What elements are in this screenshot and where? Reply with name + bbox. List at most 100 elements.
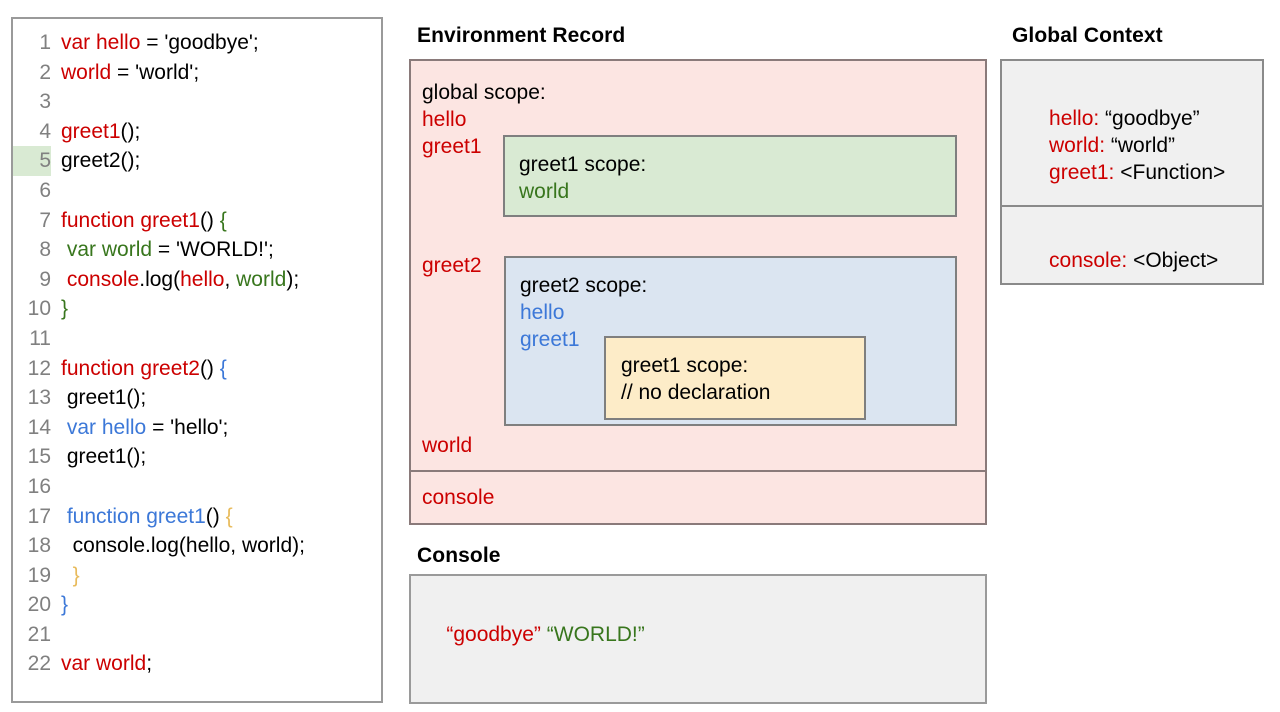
code-line-number: 4 xyxy=(39,119,51,143)
code-line[interactable]: 8 var world = 'WORLD!'; xyxy=(13,235,381,265)
code-line-number: 11 xyxy=(29,326,51,350)
code-line[interactable]: 15 greet1(); xyxy=(13,442,381,472)
code-line-number: 20 xyxy=(27,593,51,617)
code-line-number: 9 xyxy=(39,267,51,291)
greet2-scope-var-greet1: greet1 xyxy=(520,328,580,351)
env-global-var-greet2: greet2 xyxy=(422,254,482,277)
code-line[interactable]: 19 } xyxy=(13,561,381,591)
code-line[interactable]: 21 xyxy=(13,620,381,650)
environment-record-panel: global scope: hello greet1 greet2 world … xyxy=(409,59,987,525)
code-line-text: greet1(); xyxy=(51,442,146,472)
code-line[interactable]: 6 xyxy=(13,176,381,206)
code-token: = 'hello'; xyxy=(146,415,229,439)
console-panel[interactable]: “goodbye” “WORLD!” xyxy=(409,574,987,704)
code-line-number: 14 xyxy=(27,415,51,439)
code-line-number: 7 xyxy=(39,208,51,232)
global-context-row: console: <Object> xyxy=(1014,220,1218,301)
code-line-number: 12 xyxy=(27,356,51,380)
code-line-number: 18 xyxy=(27,534,51,558)
global-context-variables-section: hello: “goodbye” world: “world” greet1: … xyxy=(1002,61,1262,207)
global-context-key: console: xyxy=(1049,249,1128,272)
code-token: greet1 xyxy=(61,119,121,143)
global-context-panel: hello: “goodbye” world: “world” greet1: … xyxy=(1000,59,1264,285)
code-token: var hello xyxy=(66,415,147,439)
code-token: { xyxy=(219,208,227,232)
global-context-value: “world” xyxy=(1105,134,1176,157)
code-token: console xyxy=(66,267,140,291)
console-output-line: “goodbye” “WORLD!” xyxy=(423,594,645,675)
code-line-text: var world; xyxy=(51,649,152,679)
code-line[interactable]: 18 console.log(hello, world); xyxy=(13,531,381,561)
code-line[interactable]: 2 world = 'world'; xyxy=(13,58,381,88)
global-scope-label: global scope: xyxy=(422,81,546,104)
code-line[interactable]: 20} xyxy=(13,590,381,620)
code-line-text: var hello = 'goodbye'; xyxy=(51,28,259,58)
console-output-world: “WORLD!” xyxy=(546,623,645,646)
code-line-text: function greet1() { xyxy=(51,206,227,236)
code-token: greet1(); xyxy=(61,386,147,410)
global-context-objects-section: console: <Object> xyxy=(1002,207,1262,283)
code-token: world xyxy=(61,60,112,84)
console-title: Console xyxy=(417,544,501,567)
greet2-scope-var-hello: hello xyxy=(520,301,565,324)
code-line[interactable]: 11 xyxy=(13,324,381,354)
code-line-text: } xyxy=(51,294,68,324)
code-line-number: 13 xyxy=(27,386,51,410)
code-line[interactable]: 13 greet1(); xyxy=(13,383,381,413)
code-line-number: 17 xyxy=(27,504,51,528)
code-token: () xyxy=(205,504,226,528)
code-line-number: 21 xyxy=(27,622,51,646)
code-line[interactable]: 14 var hello = 'hello'; xyxy=(13,413,381,443)
code-line[interactable]: 10} xyxy=(13,294,381,324)
global-context-row: greet1: <Function> xyxy=(1014,132,1225,213)
code-line-number: 5 xyxy=(13,146,51,176)
greet1-scope-box: greet1 scope: world xyxy=(503,135,957,217)
environment-record-console-section: console xyxy=(411,472,985,523)
global-context-title: Global Context xyxy=(1012,24,1163,47)
code-line[interactable]: 16 xyxy=(13,472,381,502)
global-context-value: <Function> xyxy=(1114,161,1226,184)
greet2-scope-box: greet2 scope: hello greet1 greet1 scope:… xyxy=(504,256,957,426)
code-token: var world xyxy=(61,652,147,676)
code-line[interactable]: 17 function greet1() { xyxy=(13,502,381,532)
code-token xyxy=(61,564,73,587)
code-token: = 'WORLD!'; xyxy=(152,238,274,262)
code-token: () xyxy=(199,356,220,380)
code-line-number: 19 xyxy=(27,563,51,587)
environment-record-title: Environment Record xyxy=(417,24,626,47)
greet2-scope-header: greet2 scope: xyxy=(520,274,648,297)
code-token: } xyxy=(61,593,69,617)
code-line-text: function greet1() { xyxy=(51,502,233,532)
code-token: .log( xyxy=(139,267,181,291)
code-line-text: } xyxy=(51,561,80,591)
code-line-number: 1 xyxy=(39,31,51,54)
code-token: function greet2 xyxy=(61,356,200,380)
code-token: , xyxy=(224,267,237,291)
code-line-number: 8 xyxy=(39,238,51,262)
code-token: = 'world'; xyxy=(111,60,200,84)
code-token: world xyxy=(236,267,287,291)
code-line[interactable]: 9 console.log(hello, world); xyxy=(13,265,381,295)
global-context-row: world: “world” xyxy=(1014,105,1175,186)
code-line-number: 2 xyxy=(39,60,51,84)
code-line-text: greet1(); xyxy=(51,117,140,147)
code-line-text: var world = 'WORLD!'; xyxy=(51,235,274,265)
code-token: function greet1 xyxy=(61,208,200,232)
code-line-number: 10 xyxy=(27,297,51,321)
code-token: { xyxy=(225,504,233,528)
global-context-row: hello: “goodbye” xyxy=(1014,78,1200,159)
code-line-number: 16 xyxy=(27,474,51,498)
greet1-nested-scope-note: // no declaration xyxy=(621,381,771,404)
code-line[interactable]: 3 xyxy=(13,87,381,117)
environment-record-global-section: global scope: hello greet1 greet2 world … xyxy=(411,61,985,472)
global-context-key: world: xyxy=(1049,134,1106,157)
console-output-goodbye: “goodbye” xyxy=(446,623,541,646)
